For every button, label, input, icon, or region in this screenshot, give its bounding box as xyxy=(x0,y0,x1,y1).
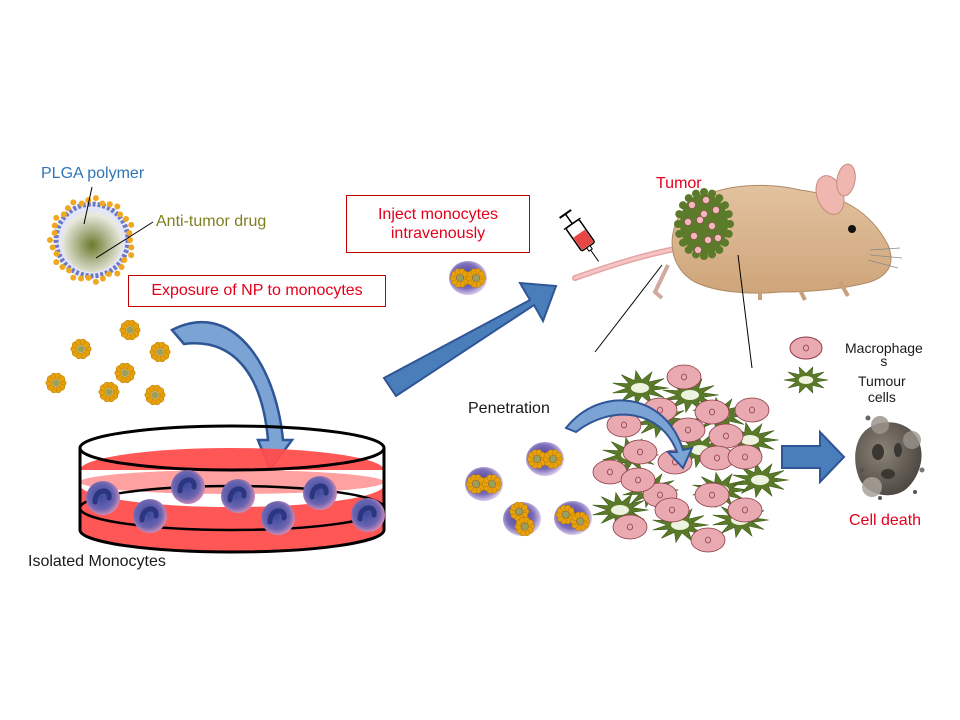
petri-dish-icon xyxy=(78,424,386,554)
macrophage-icon xyxy=(612,514,648,540)
nanoparticle-icon xyxy=(527,449,547,469)
macrophage-icon xyxy=(666,364,702,390)
macrophage-icon xyxy=(694,482,730,508)
drug-pointer-line xyxy=(95,221,154,259)
macrophage-icon xyxy=(789,336,823,360)
macrophage-icon xyxy=(727,444,763,470)
plga-pointer-line xyxy=(83,186,93,225)
inject-step-box: Inject monocytes intravenously xyxy=(346,195,530,253)
monocyte-icon xyxy=(133,499,167,533)
isolated-monocytes-label: Isolated Monocytes xyxy=(28,553,166,570)
exposure-step-box: Exposure of NP to monocytes xyxy=(128,275,386,307)
nanoparticle-icon xyxy=(466,268,486,288)
nanoparticle-icon xyxy=(119,319,141,341)
monocyte-icon xyxy=(261,501,295,535)
nanoparticle-icon xyxy=(98,381,120,403)
monocyte-icon xyxy=(465,467,503,501)
nanoparticle-icon xyxy=(543,449,563,469)
monocyte-icon xyxy=(171,470,205,504)
nanoparticle-icon xyxy=(482,474,502,494)
macrophage-icon xyxy=(699,445,735,471)
zoom-line-right xyxy=(737,254,753,369)
nanoparticle-icon xyxy=(570,511,591,531)
monocyte-icon xyxy=(449,261,487,295)
legend-tumour-line1: Tumour xyxy=(858,373,906,389)
nanoparticle-icon xyxy=(45,372,67,394)
legend-tumour-cells: Tumour cells xyxy=(858,373,906,405)
nanoparticle-icon xyxy=(509,501,530,522)
plga-polymer-label: PLGA polymer xyxy=(41,165,145,182)
monocyte-icon xyxy=(86,481,120,515)
nanoparticle-icon xyxy=(514,516,535,537)
nanoparticle-icon xyxy=(47,195,135,285)
penetration-arrow xyxy=(564,399,694,470)
dead-cell-icon xyxy=(855,415,925,500)
legend-tumour-line2: cells xyxy=(867,389,896,406)
legend-macrophages-line2: s xyxy=(880,353,888,370)
tumor-cluster xyxy=(592,364,789,553)
monocyte-icon xyxy=(526,442,564,476)
mouse-icon xyxy=(572,163,903,301)
monocyte-icon xyxy=(303,476,337,510)
curved-arrow-into-dish xyxy=(170,320,295,473)
macrophage-icon xyxy=(620,467,656,493)
cell-death-label: Cell death xyxy=(849,512,922,529)
monocyte-icon xyxy=(503,501,541,537)
nanoparticle-icon xyxy=(450,268,470,288)
right-arrow xyxy=(781,429,846,485)
macrophage-icon xyxy=(654,497,690,523)
macrophage-icon xyxy=(708,423,744,449)
inject-step-line1: Inject monocytes xyxy=(377,205,499,223)
monocyte-icon xyxy=(221,479,255,513)
monocyte-icon xyxy=(351,498,385,532)
nanoparticle-icon xyxy=(144,384,166,406)
macrophage-icon xyxy=(622,439,658,465)
tumour-cell-icon xyxy=(732,461,789,499)
macrophage-icon xyxy=(727,497,763,523)
penetration-label: Penetration xyxy=(468,400,550,417)
legend-macrophages-line1: Macrophage xyxy=(845,340,923,356)
monocyte-group xyxy=(465,442,592,537)
nanoparticle-icon xyxy=(114,362,136,384)
legend-macrophages: Macrophage s xyxy=(845,340,923,369)
tumor-label: Tumor xyxy=(656,175,702,192)
macrophage-icon xyxy=(694,399,730,425)
exposure-step-label: Exposure of NP to monocytes xyxy=(151,282,363,300)
macrophage-icon xyxy=(690,527,726,553)
tumor-mass-icon xyxy=(674,188,734,260)
zoom-line-left xyxy=(594,264,663,353)
monocyte-with-np xyxy=(449,261,487,295)
syringe-icon xyxy=(559,209,600,262)
nanoparticle-icon xyxy=(70,338,92,360)
macrophage-icon xyxy=(734,397,770,423)
nanoparticle-icon xyxy=(149,341,171,363)
diagonal-arrow xyxy=(382,281,558,398)
tumour-cell-icon xyxy=(783,366,829,394)
monocyte-icon xyxy=(554,501,592,535)
nanoparticle-cluster xyxy=(45,319,171,406)
anti-tumor-drug-label: Anti-tumor drug xyxy=(156,213,267,230)
inject-step-line2: intravenously xyxy=(390,225,486,242)
